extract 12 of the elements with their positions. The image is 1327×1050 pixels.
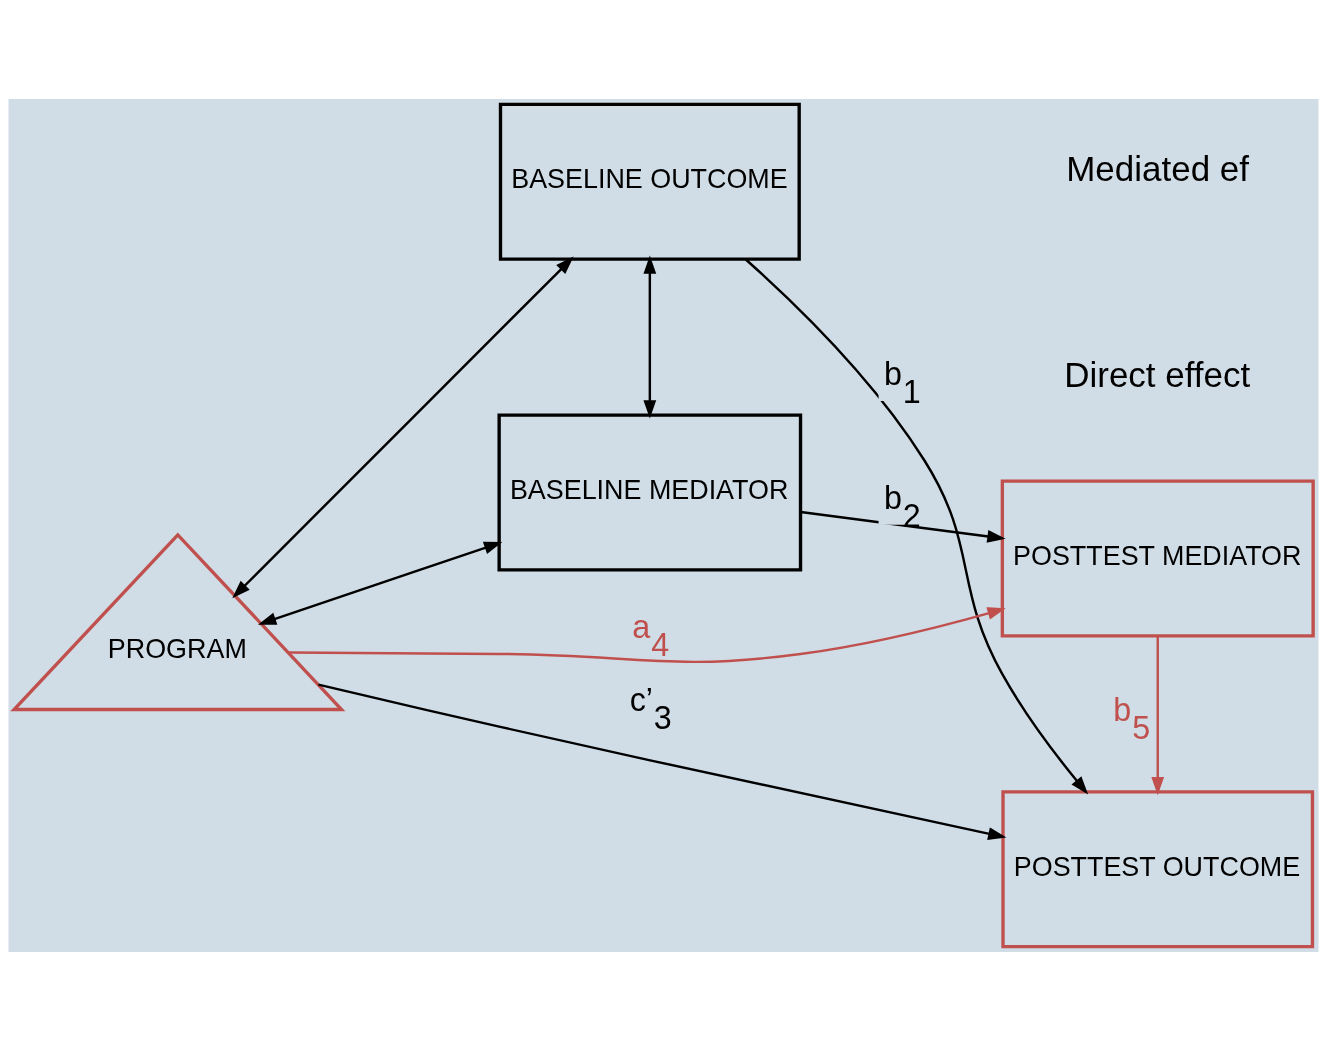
arrow <box>1151 635 1165 795</box>
arrow <box>232 256 574 598</box>
node-box: POSTTEST OUTCOME <box>1001 789 1315 948</box>
label: Mediated ef <box>1066 148 1249 188</box>
arrow <box>257 541 503 625</box>
arrow <box>800 510 1006 543</box>
node-box: BASELINE OUTCOME <box>498 102 801 261</box>
node-box: BASELINE MEDIATOR <box>497 413 803 572</box>
arrow <box>745 258 1089 795</box>
arrow <box>643 254 657 418</box>
label: Direct effect <box>1064 354 1251 394</box>
node-box: POSTTEST MEDIATOR <box>1000 478 1315 637</box>
